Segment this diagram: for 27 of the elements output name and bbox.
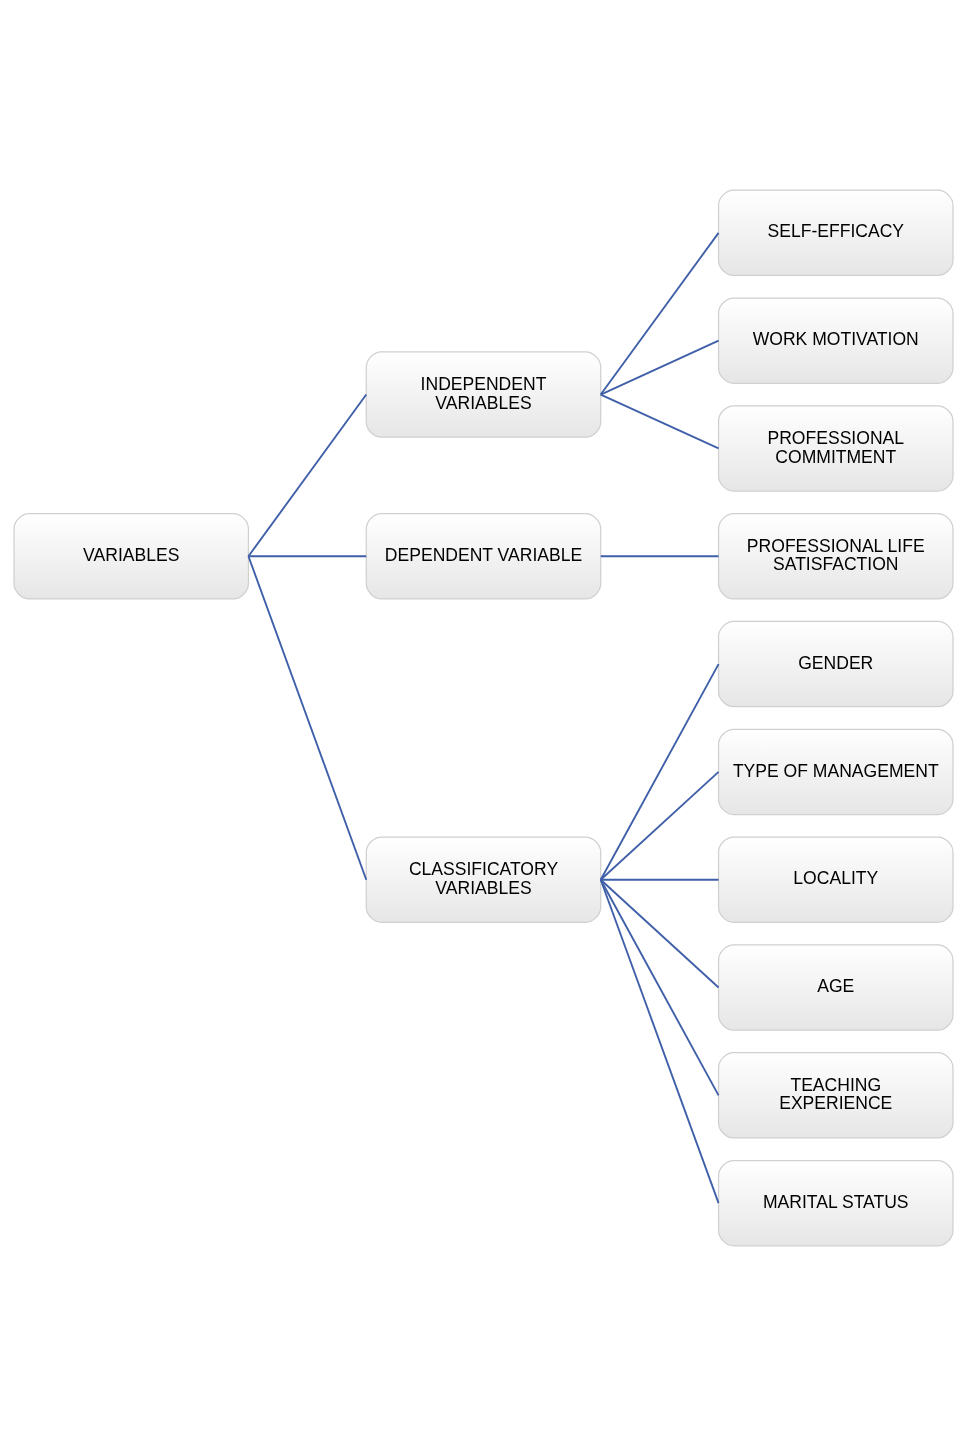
node-box: AGE xyxy=(717,944,954,1031)
node-box: GENDER xyxy=(717,620,954,708)
connector xyxy=(599,770,719,881)
connector xyxy=(247,555,367,881)
node-box: SELF-EFFICACY xyxy=(717,189,954,277)
node-box: TEACHING EXPERIENCE xyxy=(717,1052,954,1139)
connector xyxy=(599,878,719,989)
node-box: PROFESSIONAL LIFE SATISFACTION xyxy=(717,513,954,600)
connector xyxy=(599,231,719,396)
node-box: CLASSIFICATORY VARIABLES xyxy=(365,836,601,923)
connector xyxy=(599,393,719,450)
node-box: VARIABLES xyxy=(12,513,249,600)
node-box: TYPE OF MANAGEMENT xyxy=(717,728,954,816)
node-box: INDEPENDENT VARIABLES xyxy=(365,351,601,438)
connector xyxy=(599,663,719,881)
connector xyxy=(599,878,719,1097)
node-box: WORK MOTIVATION xyxy=(717,297,954,384)
node-box: PROFESSIONAL COMMITMENT xyxy=(717,405,954,492)
connector xyxy=(599,878,719,881)
connector xyxy=(599,878,719,1205)
node-box: MARITAL STATUS xyxy=(717,1159,954,1247)
connector xyxy=(247,393,367,558)
connector xyxy=(599,339,719,396)
node-box: LOCALITY xyxy=(717,836,954,923)
connector xyxy=(599,555,719,558)
connector xyxy=(247,555,367,558)
node-box: DEPENDENT VARIABLE xyxy=(365,513,601,600)
